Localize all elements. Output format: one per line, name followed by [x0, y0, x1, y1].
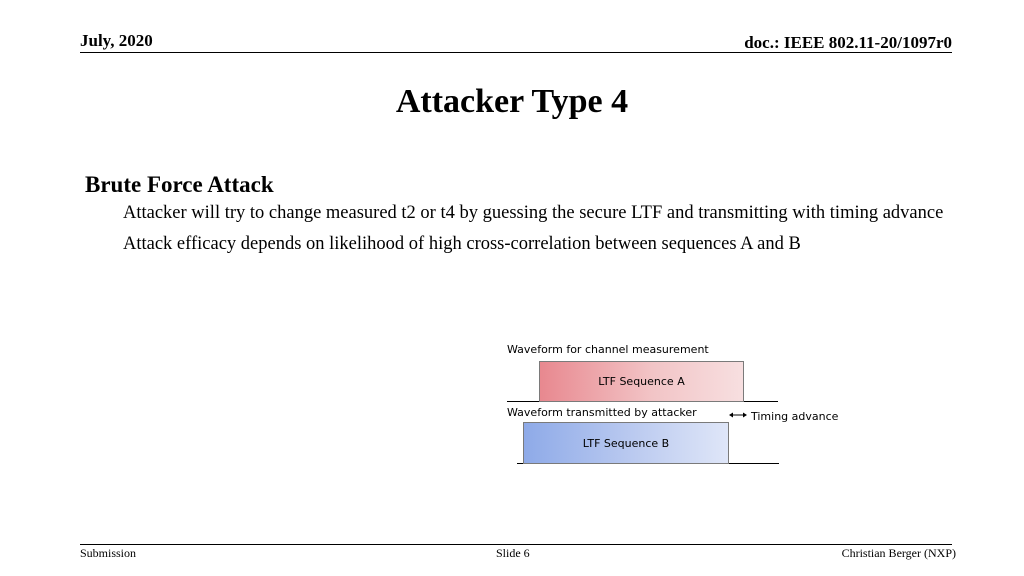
- footer-author: Christian Berger (NXP): [841, 546, 956, 560]
- bullet-main: Brute Force Attack: [85, 172, 274, 197]
- slide-title: Attacker Type 4: [395, 83, 629, 120]
- label-attacker-waveform: Waveform transmitted by attacker: [507, 406, 697, 419]
- baseline-right-a: [744, 401, 778, 402]
- baseline-right-b: [729, 463, 779, 464]
- footer-slide-number: Slide 6: [496, 546, 530, 560]
- label-channel-measurement: Waveform for channel measurement: [507, 343, 709, 356]
- ltf-sequence-b-box: LTF Sequence B: [523, 422, 729, 464]
- timing-advance-arrow-icon: [729, 412, 747, 418]
- ltf-sequence-a-label: LTF Sequence A: [598, 375, 685, 388]
- ltf-sequence-b-label: LTF Sequence B: [582, 436, 670, 450]
- baseline-left-a: [507, 401, 539, 402]
- sub-bullet-2: Attack efficacy depends on likelihood of…: [123, 234, 801, 254]
- header-doc-id: doc.: IEEE 802.11-20/1097r0: [744, 33, 952, 52]
- footer-submission: Submission: [80, 546, 137, 560]
- ltf-sequence-a-box: LTF Sequence A: [539, 361, 744, 402]
- sub-bullet-1: Attacker will try to change measured t2 …: [123, 203, 944, 223]
- footer-divider: [80, 544, 952, 545]
- header-date: July, 2020: [80, 31, 153, 50]
- header-divider: [80, 52, 952, 53]
- baseline-left-b: [517, 463, 523, 464]
- timing-advance-label: Timing advance: [751, 410, 839, 423]
- bullet-list: Brute Force Attack Attacker will try to …: [85, 172, 965, 263]
